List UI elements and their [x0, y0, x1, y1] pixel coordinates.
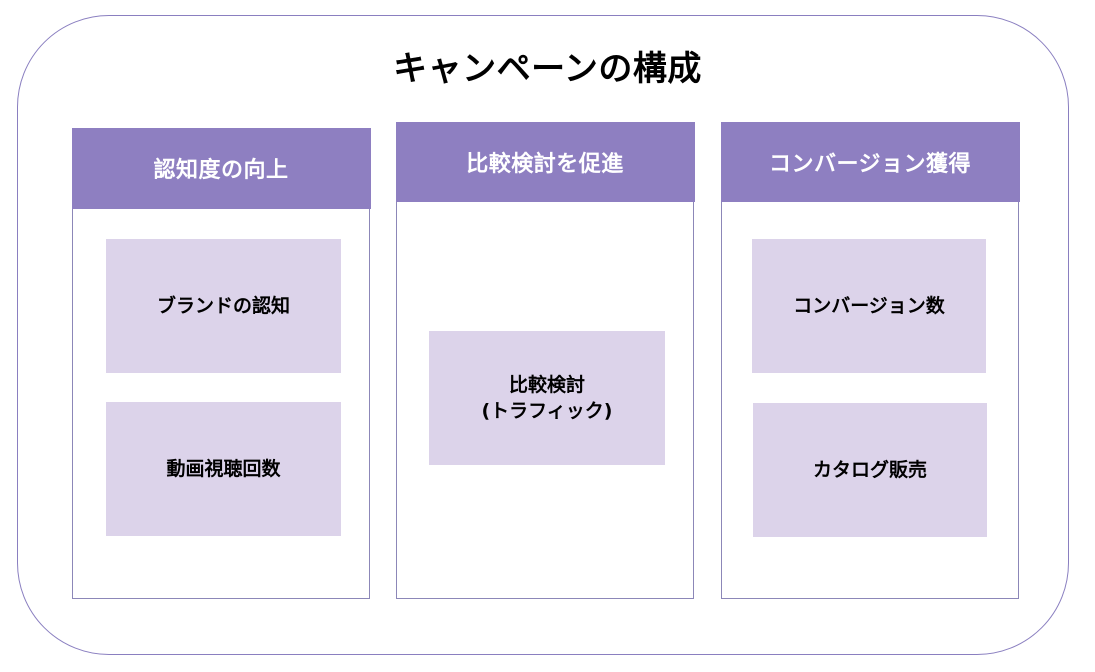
column-conversion: コンバージョン獲得 コンバージョン数 カタログ販売	[720, 121, 1020, 599]
box-consideration-traffic: 比較検討 (トラフィック)	[429, 331, 665, 465]
box-label: カタログ販売	[812, 459, 927, 481]
box-label: ブランドの認知	[156, 295, 290, 317]
column-header-awareness: 認知度の向上	[71, 127, 371, 209]
box-label: コンバージョン数	[793, 295, 945, 317]
column-consideration: 比較検討を促進 比較検討 (トラフィック)	[395, 121, 695, 599]
box-catalog-sales: カタログ販売	[753, 403, 987, 537]
box-brand-awareness: ブランドの認知	[106, 239, 341, 373]
box-conversions: コンバージョン数	[752, 239, 986, 373]
box-label-line1: 比較検討	[508, 374, 585, 396]
column-header-consideration: 比較検討を促進	[395, 121, 695, 202]
box-video-views: 動画視聴回数	[106, 402, 341, 536]
box-label-line2: (トラフィック)	[481, 400, 613, 422]
column-header-conversion: コンバージョン獲得	[720, 121, 1020, 202]
column-awareness: 認知度の向上 ブランドの認知 動画視聴回数	[71, 127, 371, 599]
box-label: 動画視聴回数	[166, 458, 281, 480]
diagram-title: キャンペーンの構成	[393, 49, 702, 89]
